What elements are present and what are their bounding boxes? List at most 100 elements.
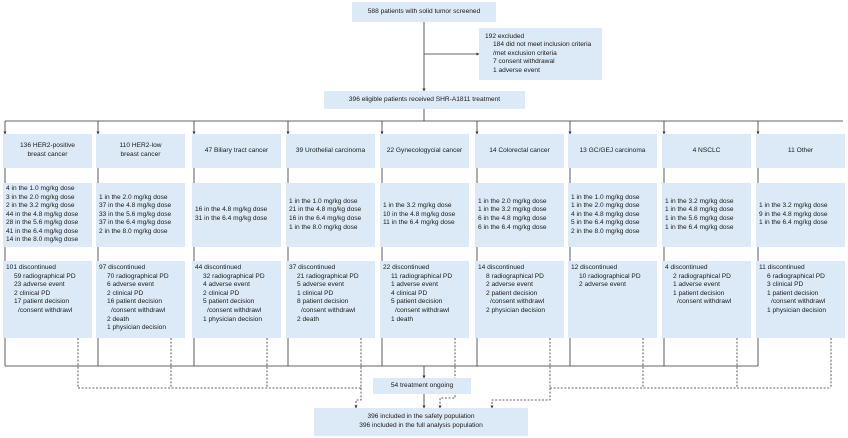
cohort-name-box: 47 Biliary tract cancer (192, 134, 281, 168)
discontinued-reason: 2 death (297, 315, 319, 323)
dose-line: 11 in the 6.4 mg/kg dose (383, 219, 455, 227)
discontinued-reason: 1 physician decision (203, 315, 263, 323)
cohort-name-box: 39 Urothelial carcinoma (286, 134, 375, 168)
discontinued-count: 14 discontinued (478, 264, 525, 271)
dose-line: 37 in the 6.4 mg/kg dose (99, 219, 172, 227)
cohort-name-text: 4 NSCLC (692, 146, 721, 154)
discontinued-count: 4 discontinued (665, 264, 708, 271)
dose-line: 4 in the 4.8 mg/kg dose (571, 210, 640, 218)
excluded-line: 7 consent withdrawal (493, 58, 555, 66)
discontinued-reason: 2 physician decision (486, 306, 546, 314)
discontinued-reason: 2 adverse event (579, 281, 626, 289)
dose-line: 16 in the 4.8 mg/kg dose (195, 206, 268, 214)
discontinued-reason: /consent withdrawl (18, 306, 73, 314)
dose-line: 2 in the 3.2 mg/kg dose (6, 202, 75, 210)
discontinued-count: 11 discontinued (759, 264, 805, 271)
dose-line: 6 in the 4.8 mg/kg dose (478, 215, 547, 222)
dose-line: 41 in the 6.4 mg/kg dose (6, 227, 79, 235)
discontinued-reason: 16 patient decision (107, 298, 162, 306)
discontinued-reason: 2 radiographical PD (673, 272, 731, 280)
discontinued-reason: 8 patient decision (297, 298, 349, 306)
discontinued-reason: /consent withdrawl (490, 298, 545, 306)
dose-line: 21 in the 4.8 mg/kg dose (289, 206, 362, 214)
discontinued-reason: 23 adverse event (14, 281, 65, 289)
ongoing-box: 54 treatment ongoing (373, 378, 471, 394)
discontinued-reason: 2 death (107, 315, 129, 323)
discontinued-count: 44 discontinued (195, 264, 242, 271)
discontinued-reason: 1 physician decision (107, 324, 167, 332)
discontinued-reason: /consent withdrawl (395, 306, 450, 314)
discontinued-reason: /consent withdrawl (771, 298, 826, 306)
dose-line: 16 in the 6.4 mg/kg dose (289, 215, 362, 222)
discontinued-reason: 59 radiographical PD (14, 272, 76, 280)
cohort-name-text: 39 Urothelial carcinoma (295, 146, 366, 154)
cohort-name-text: 14 Colorectal cancer (489, 146, 550, 154)
full-analysis-population-text: 396 included in the full analysis popula… (359, 422, 483, 429)
dose-line: 5 in the 6.4 mg/kg dose (571, 219, 640, 227)
dose-line: 1 in the 1.0 mg/kg dose (571, 193, 640, 201)
dose-line: 3 in the 2.0 mg/kg dose (6, 193, 75, 201)
dose-line: 28 in the 5.6 mg/kg dose (6, 219, 79, 227)
discontinued-reason: 6 adverse event (107, 281, 154, 289)
dose-line: 1 in the 3.2 mg/kg dose (665, 197, 734, 205)
cohort-name-box: 11 Other (756, 134, 845, 168)
dose-line: 1 in the 5.6 mg/kg dose (665, 215, 734, 222)
discontinued-reason: /consent withdrawl (677, 298, 732, 306)
dose-line: 14 in the 8.0 mg/kg dose (6, 236, 79, 244)
cohort-name-text: breast cancer (27, 151, 68, 158)
safety-population-text: 396 included in the safety population (367, 413, 475, 421)
dose-line: 33 in the 5.6 mg/kg dose (99, 210, 172, 218)
dose-line: 4 in the 1.0 mg/kg dose (6, 184, 75, 192)
discontinued-reason: 5 patient decision (391, 298, 443, 306)
cohort-name-box: 14 Colorectal cancer (475, 134, 564, 168)
cohort-name-text: 13 GC/GEJ carcinoma (579, 146, 646, 154)
discontinued-reason: 2 clinical PD (203, 289, 240, 297)
dose-line: 1 in the 6.4 mg/kg dose (759, 219, 828, 227)
dose-line: 1 in the 3.2 mg/kg dose (759, 202, 828, 210)
screened-box: 588 patients with solid tumor screened (352, 2, 496, 22)
dose-line: 10 in the 4.8 mg/kg dose (383, 210, 456, 218)
discontinued-reason: 1 patient decision (673, 289, 725, 297)
discontinued-reason: 11 radiographical PD (391, 272, 453, 280)
discontinued-reason: 3 clinical PD (767, 281, 804, 289)
dose-line: 1 in the 3.2 mg/kg dose (383, 202, 452, 210)
discontinued-count: 97 discontinued (99, 264, 146, 271)
dose-line: 44 in the 4.8 mg/kg dose (6, 210, 79, 218)
discontinued-reason: 5 patient decision (203, 298, 255, 306)
excluded-line: 184 did not meet inclusion criteria (493, 41, 592, 49)
discontinued-reason: 2 patient decision (486, 289, 538, 297)
dose-line: 31 in the 6.4 mg/kg dose (195, 215, 268, 222)
cohort-name-text: 110 HER2-low (119, 142, 162, 150)
discontinued-reason: 21 radiographical PD (297, 272, 359, 280)
discontinued-reason: /consent withdrawl (301, 306, 356, 314)
dose-line: 1 in the 1.0 mg/kg dose (289, 197, 358, 205)
cohort-name-box: 4 NSCLC (662, 134, 751, 168)
discontinued-reason: /consent withdrawl (111, 306, 166, 314)
discontinued-count: 22 discontinued (383, 264, 430, 271)
dose-line: 1 in the 4.8 mg/kg dose (665, 206, 734, 214)
discontinued-reason: 10 radiographical PD (579, 272, 641, 280)
final-population-box: 396 included in the safety population 39… (314, 408, 528, 436)
dose-line: 1 in the 2.0 mg/kg dose (571, 202, 640, 210)
discontinued-reason: 1 clinical PD (297, 289, 334, 297)
cohort-name-text: 11 Other (787, 146, 814, 154)
dashed-right-to-population (490, 388, 551, 409)
cohort-name-text: breast cancer (120, 151, 161, 158)
discontinued-reason: 1 death (391, 315, 413, 323)
discontinued-reason: 5 adverse event (297, 281, 344, 289)
eligible-text: 396 eligible patients received SHR-A1811… (348, 95, 501, 103)
discontinued-reason: 2 clinical PD (14, 289, 51, 297)
